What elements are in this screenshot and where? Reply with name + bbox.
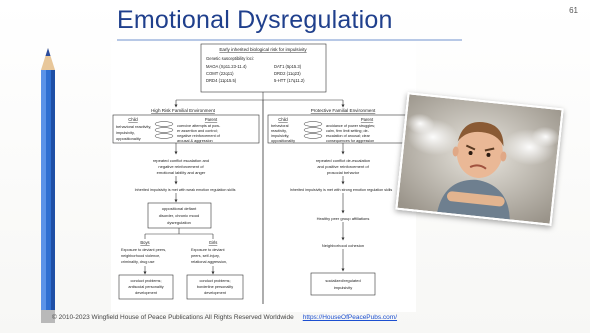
left-step3-line: oppositional defiant bbox=[162, 206, 197, 211]
right-step1-line: repeated conflict de-escalation bbox=[316, 158, 370, 163]
right-out-line: socialized/regulated bbox=[325, 278, 360, 283]
right-step1-line: and positive reinforcement of bbox=[317, 164, 369, 169]
girls-line: Exposure to deviant bbox=[191, 248, 226, 252]
right-parent-line: calm, firm limit setting; de- bbox=[326, 129, 370, 133]
girls-out-line: borderline personality bbox=[197, 285, 233, 289]
right-out-line: impulsivity bbox=[334, 285, 352, 290]
right-child-title: Child bbox=[278, 117, 288, 122]
gene-right-3: 5-HTT (17q11.2) bbox=[274, 78, 305, 83]
footer: © 2010-2023 Wingfield House of Peace Pub… bbox=[52, 314, 397, 321]
girls-line: peers, self-injury, bbox=[191, 254, 220, 258]
girls-line: relational aggression, bbox=[191, 260, 227, 264]
girls-title: Girls bbox=[209, 240, 218, 245]
boys-out-line: conduct problems; bbox=[130, 279, 161, 283]
right-child-line: impulsivity, bbox=[271, 134, 289, 138]
right-child-line: reactivity, bbox=[271, 129, 287, 133]
left-child-line: impulsivity, bbox=[116, 130, 135, 135]
left-parent-line: arousal & aggression bbox=[177, 139, 213, 143]
right-child-line: oppositionality bbox=[271, 139, 295, 143]
boys-out-line: development bbox=[135, 291, 158, 295]
boys-line: criminality, drug use bbox=[121, 260, 154, 264]
left-step1-line: repeated conflict escalation and bbox=[153, 158, 209, 163]
copyright-text: © 2010-2023 Wingfield House of Peace Pub… bbox=[52, 314, 294, 321]
slide-number: 61 bbox=[569, 6, 578, 15]
left-step1-line: emotional lability and anger bbox=[157, 170, 206, 175]
right-step3: Healthy peer group affiliations bbox=[317, 216, 370, 221]
boys-title: Boys bbox=[140, 240, 149, 245]
right-env-label: Protective Familial Environment bbox=[311, 108, 376, 113]
pencil-icon bbox=[41, 48, 55, 323]
title-underline bbox=[117, 39, 462, 41]
website-link[interactable]: https://HouseOfPeacePubs.com/ bbox=[302, 314, 398, 321]
right-step2: Inherited impulsivity is met with strong… bbox=[290, 188, 393, 192]
right-step4: Neighborhood cohesion bbox=[322, 243, 364, 248]
left-child-line: behavioral reactivity, bbox=[116, 124, 151, 129]
right-child-line: behavioral bbox=[271, 124, 289, 128]
gene-right-2: DRD2 (11q23) bbox=[274, 71, 301, 76]
gene-left-1: MAOA (Xp11.23-11.4) bbox=[206, 64, 247, 69]
left-child-title: Child bbox=[128, 117, 138, 122]
gene-right-1: DAT1 (5p15.3) bbox=[274, 64, 302, 69]
girls-out-line: conduct problems; bbox=[199, 279, 230, 283]
slide-title: Emotional Dysregulation bbox=[117, 6, 393, 34]
right-parent-line: consequences for aggression bbox=[326, 139, 374, 143]
left-step3-line: dysregulation bbox=[167, 220, 191, 225]
boys-line: neighborhood violence, bbox=[121, 254, 160, 258]
left-parent-line: coercive attempts at pow- bbox=[177, 124, 221, 128]
gene-left-2: COMT (22q11) bbox=[206, 71, 234, 76]
left-step2: Inherited impulsivity is met with weak e… bbox=[135, 188, 236, 192]
angry-child-illustration bbox=[397, 94, 562, 224]
top-sub: Genetic susceptibility loci: bbox=[206, 56, 254, 61]
left-child-line: oppositionality bbox=[116, 136, 141, 141]
left-step1-line: negative reinforcement of bbox=[158, 164, 204, 169]
left-parent-line: er assertion and control; bbox=[177, 129, 218, 133]
boys-out-line: antisocial personality bbox=[128, 285, 163, 289]
right-parent-line: avoidance of power struggles; bbox=[326, 124, 375, 128]
left-parent-line: negative reinforcement of bbox=[177, 134, 221, 138]
dysregulation-flowchart: Early inherited biological risk for impu… bbox=[111, 42, 416, 312]
left-step3-line: disorder, chronic mood bbox=[159, 213, 199, 218]
top-heading: Early inherited biological risk for impu… bbox=[219, 47, 307, 52]
left-env-label: High Risk Familial Environment bbox=[151, 108, 216, 113]
boys-line: Exposure to deviant peers, bbox=[121, 248, 166, 252]
angry-child-photo bbox=[395, 92, 564, 226]
girls-out-line: development bbox=[204, 291, 227, 295]
right-step1-line: prosocial behavior bbox=[327, 170, 360, 175]
right-parent-line: escalation of arousal; clear bbox=[326, 134, 371, 138]
right-parent-title: Parent bbox=[361, 117, 374, 122]
left-parent-title: Parent bbox=[205, 117, 218, 122]
gene-left-3: DRD4 (11p15.5) bbox=[206, 78, 237, 83]
